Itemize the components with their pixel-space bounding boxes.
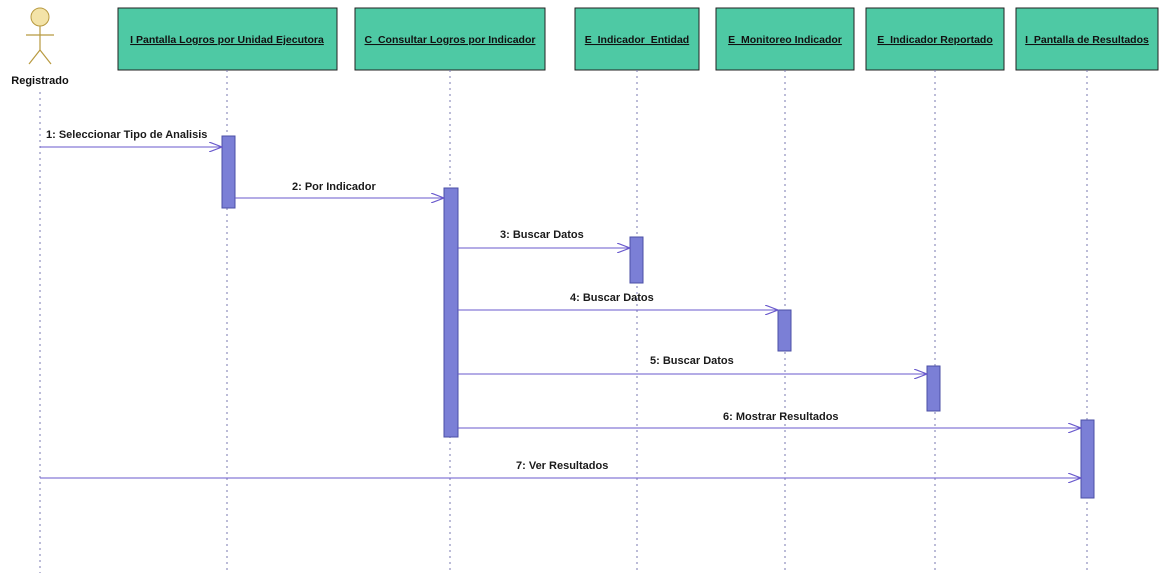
- stick-figure-actor-icon: [26, 7, 54, 65]
- message-label-5: 5: Buscar Datos: [650, 355, 734, 367]
- lifeline-label-3: E_Indicador_Entidad: [585, 34, 689, 46]
- activation-bar-5: [926, 365, 941, 412]
- activation-bar-1: [221, 135, 236, 209]
- lifeline-label-1: I Pantalla Logros por Unidad Ejecutora: [130, 34, 324, 46]
- actor-registrado: Registrado: [11, 7, 69, 87]
- message-label-2: 2: Por Indicador: [292, 181, 376, 193]
- activation-bar-4: [777, 309, 792, 352]
- lifeline-label-4: E_Monitoreo Indicador: [728, 34, 842, 46]
- message-label-4: 4: Buscar Datos: [570, 292, 654, 304]
- lifeline-label-2: C_Consultar Logros por Indicador: [365, 34, 536, 46]
- lifeline-header-5: E_Indicador Reportado: [865, 7, 1005, 71]
- message-label-7: 7: Ver Resultados: [516, 460, 608, 472]
- lifeline-header-3: E_Indicador_Entidad: [574, 7, 700, 71]
- lifeline-header-1: I Pantalla Logros por Unidad Ejecutora: [117, 7, 338, 71]
- lifeline-header-6: I_Pantalla de Resultados: [1015, 7, 1159, 71]
- message-label-1: 1: Seleccionar Tipo de Analisis: [46, 129, 207, 141]
- lifeline-header-2: C_Consultar Logros por Indicador: [354, 7, 546, 71]
- activation-bar-6: [1080, 419, 1095, 499]
- lifeline-label-5: E_Indicador Reportado: [877, 34, 993, 46]
- actor-label: Registrado: [11, 75, 69, 87]
- activation-bar-2: [443, 187, 459, 438]
- message-label-6: 6: Mostrar Resultados: [723, 411, 839, 423]
- lifeline-header-4: E_Monitoreo Indicador: [715, 7, 855, 71]
- lifeline-label-6: I_Pantalla de Resultados: [1025, 34, 1149, 46]
- message-label-3: 3: Buscar Datos: [500, 229, 584, 241]
- activation-bar-3: [629, 236, 644, 284]
